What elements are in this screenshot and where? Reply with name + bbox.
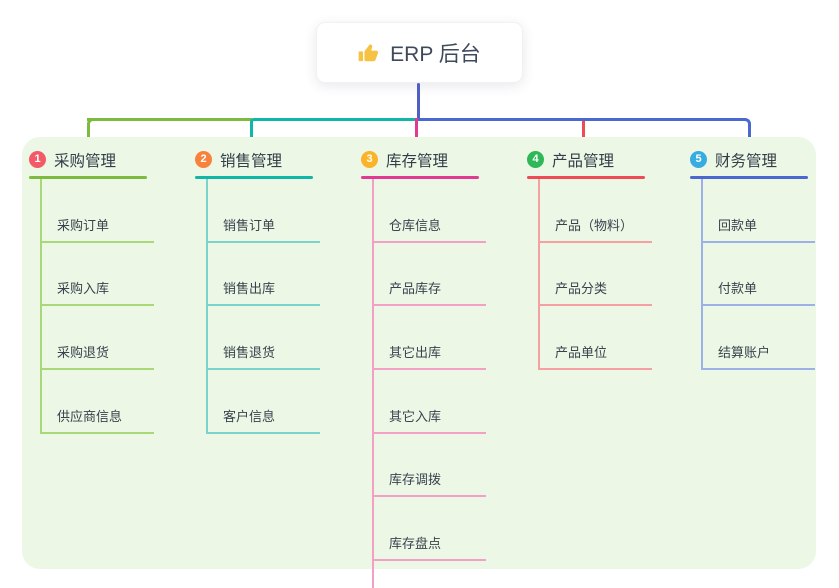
branch-header-finance[interactable]: 5 财务管理	[690, 149, 815, 170]
child-label: 销售出库	[223, 281, 276, 297]
child-node[interactable]: 付款单	[701, 243, 815, 307]
child-label: 销售订单	[223, 217, 276, 233]
branch-label: 产品管理	[552, 152, 615, 170]
child-node[interactable]: 产品单位	[538, 306, 652, 371]
branch-number-badge: 2	[195, 151, 212, 168]
branch-header-product[interactable]: 4 产品管理	[527, 149, 652, 170]
child-node[interactable]: 库存盘点	[372, 497, 486, 562]
branch-children: 销售订单 销售出库 销售退货 客户信息	[206, 179, 320, 434]
branch-number-badge: 1	[29, 151, 46, 168]
child-label: 采购退货	[57, 345, 110, 361]
child-node[interactable]: 其它入库	[372, 370, 486, 434]
child-label: 其它入库	[389, 408, 442, 424]
bus-segment-purchase	[87, 118, 252, 121]
branch-drop-inventory	[415, 118, 418, 149]
branch-finance: 5 财务管理 回款单 付款单 结算账户	[690, 149, 815, 371]
child-node[interactable]: 采购订单	[40, 179, 154, 243]
branch-label: 财务管理	[715, 152, 778, 170]
child-node[interactable]: 仓库信息	[372, 179, 486, 243]
child-node[interactable]: 供应商信息	[40, 370, 154, 434]
branch-number-badge: 3	[361, 151, 378, 168]
child-node[interactable]: 采购入库	[40, 243, 154, 307]
branch-children: 仓库信息 产品库存 其它出库 其它入库 库存调拨 库存盘点 出库库明细	[372, 179, 486, 588]
child-label: 供应商信息	[57, 408, 123, 424]
child-node[interactable]: 结算账户	[701, 306, 815, 371]
child-node[interactable]: 出库库明细	[372, 561, 486, 588]
child-label: 库存调拨	[389, 472, 442, 488]
child-node[interactable]: 采购退货	[40, 306, 154, 371]
child-label: 产品分类	[555, 281, 608, 297]
child-node[interactable]: 销售订单	[206, 179, 320, 243]
child-label: 产品（物料）	[555, 217, 634, 233]
branch-underline	[527, 176, 645, 179]
branch-drop-product	[582, 118, 585, 149]
child-node[interactable]: 回款单	[701, 179, 815, 243]
branch-children: 产品（物料） 产品分类 产品单位	[538, 179, 652, 371]
branch-underline	[29, 176, 147, 179]
root-node[interactable]: ERP 后台	[316, 22, 523, 83]
thumbs-up-icon	[358, 42, 380, 64]
child-label: 库存盘点	[389, 536, 442, 552]
branch-drop-purchase	[87, 118, 147, 149]
child-label: 回款单	[718, 217, 758, 233]
child-label: 仓库信息	[389, 217, 442, 233]
branch-label: 销售管理	[220, 152, 283, 170]
child-label: 客户信息	[223, 408, 276, 424]
child-node[interactable]: 销售出库	[206, 243, 320, 307]
child-label: 销售退货	[223, 345, 276, 361]
branch-children: 采购订单 采购入库 采购退货 供应商信息	[40, 179, 154, 434]
branch-underline	[361, 176, 479, 179]
bus-segment-finance	[418, 118, 751, 149]
branch-number-badge: 4	[527, 151, 544, 168]
child-label: 采购入库	[57, 281, 110, 297]
child-node[interactable]: 产品库存	[372, 243, 486, 307]
child-node[interactable]: 产品分类	[538, 243, 652, 307]
child-node[interactable]: 其它出库	[372, 306, 486, 371]
branch-number-badge: 5	[690, 151, 707, 168]
child-label: 付款单	[718, 281, 758, 297]
branch-sales: 2 销售管理 销售订单 销售出库 销售退货 客户信息	[195, 149, 320, 434]
child-node[interactable]: 销售退货	[206, 306, 320, 371]
branch-inventory: 3 库存管理 仓库信息 产品库存 其它出库 其它入库 库存调拨 库存盘点 出库库…	[361, 149, 486, 588]
branch-header-purchase[interactable]: 1 采购管理	[29, 149, 154, 170]
child-label: 结算账户	[718, 345, 771, 361]
child-label: 产品单位	[555, 345, 608, 361]
root-title: ERP 后台	[390, 42, 481, 66]
child-node[interactable]: 客户信息	[206, 370, 320, 434]
branch-label: 采购管理	[54, 152, 117, 170]
branch-header-sales[interactable]: 2 销售管理	[195, 149, 320, 170]
branch-label: 库存管理	[386, 152, 449, 170]
child-node[interactable]: 产品（物料）	[538, 179, 652, 243]
branch-underline	[690, 176, 808, 179]
branch-header-inventory[interactable]: 3 库存管理	[361, 149, 486, 170]
branch-underline	[195, 176, 313, 179]
branch-children: 回款单 付款单 结算账户	[701, 179, 815, 371]
child-label: 产品库存	[389, 281, 442, 297]
child-node[interactable]: 库存调拨	[372, 434, 486, 498]
child-label: 采购订单	[57, 217, 110, 233]
branch-product: 4 产品管理 产品（物料） 产品分类 产品单位	[527, 149, 652, 371]
child-label: 其它出库	[389, 345, 442, 361]
branch-purchase: 1 采购管理 采购订单 采购入库 采购退货 供应商信息	[29, 149, 154, 434]
bus-segment-sales	[250, 118, 418, 149]
root-connector	[417, 83, 420, 119]
